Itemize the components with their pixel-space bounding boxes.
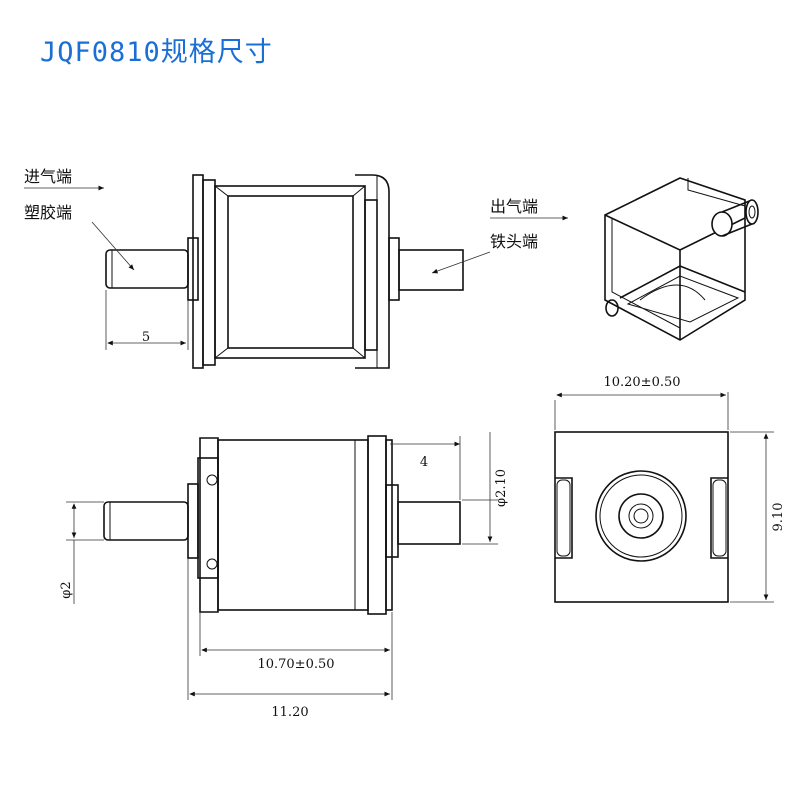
isometric-view — [604, 177, 759, 341]
dim-total-length: 11.20 — [271, 705, 308, 720]
top-view: 5 进气端 塑胶端 出气端 铁头端 — [24, 167, 568, 369]
side-view: 4 φ2.10 φ2 10.70±0.50 11.20 — [59, 432, 509, 720]
dim-diameter-left: φ2 — [59, 581, 74, 598]
dim-top-length: 5 — [142, 330, 150, 345]
dim-body-length: 10.70±0.50 — [257, 657, 334, 672]
label-plastic-end: 塑胶端 — [24, 203, 72, 222]
page-title: JQF0810规格尺寸 — [40, 37, 273, 68]
dim-port-offset: 4 — [420, 455, 428, 470]
front-view: 10.20±0.50 9.10 — [554, 375, 786, 603]
dim-height: 9.10 — [771, 503, 786, 532]
label-outlet: 出气端 — [490, 197, 538, 216]
dim-diameter-right: φ2.10 — [494, 469, 509, 507]
dim-width: 10.20±0.50 — [603, 375, 680, 390]
label-inlet: 进气端 — [24, 167, 72, 186]
label-iron-end: 铁头端 — [490, 232, 538, 251]
